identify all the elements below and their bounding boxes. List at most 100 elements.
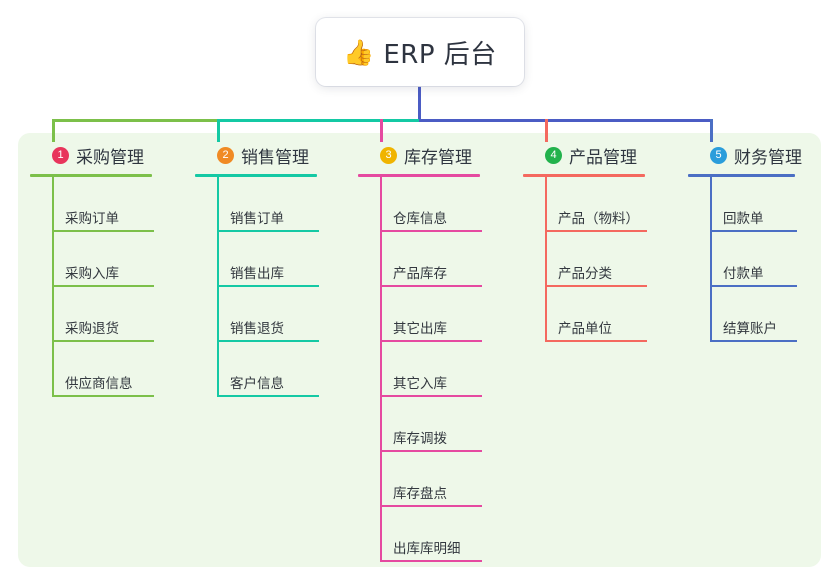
- branch-item[interactable]: 仓库信息: [358, 177, 508, 232]
- branch-item[interactable]: 其它入库: [358, 342, 508, 397]
- branch-item-label: 产品单位: [558, 321, 612, 337]
- branch-spine-4: [545, 177, 547, 342]
- branch-badge-5: 5: [710, 146, 727, 164]
- branch-item-label: 产品（物料）: [558, 211, 639, 227]
- bus-segment-left: [52, 119, 217, 122]
- thumbs-up-icon: 👍: [343, 37, 375, 67]
- branch-item-label: 库存调拨: [393, 431, 447, 447]
- branch-item-label: 产品库存: [393, 266, 447, 282]
- branch-header-3[interactable]: 3 库存管理: [358, 142, 508, 168]
- branch-item-underline: [380, 395, 482, 397]
- bus-segment-middle: [217, 119, 419, 122]
- branch-spine-5: [710, 177, 712, 342]
- branch-item[interactable]: 客户信息: [195, 342, 345, 397]
- branch-item[interactable]: 供应商信息: [30, 342, 180, 397]
- branch-item[interactable]: 销售订单: [195, 177, 345, 232]
- branch-header-1[interactable]: 1 采购管理: [30, 142, 180, 168]
- branch-item-label: 结算账户: [723, 321, 777, 337]
- branch-item[interactable]: 库存盘点: [358, 452, 508, 507]
- branch-item-label: 产品分类: [558, 266, 612, 282]
- branch-underline-4: [523, 174, 645, 177]
- branch-column-1: 1 采购管理采购订单采购入库采购退货供应商信息: [30, 142, 180, 397]
- branch-item-label: 销售退货: [230, 321, 284, 337]
- branch-items-4: 产品（物料） 产品分类产品单位: [523, 177, 673, 342]
- branch-item-underline: [52, 340, 154, 342]
- branch-item[interactable]: 采购入库: [30, 232, 180, 287]
- bus-segment-right: [419, 119, 713, 122]
- branch-item[interactable]: 采购退货: [30, 287, 180, 342]
- branch-item-underline: [380, 505, 482, 507]
- branch-item-label: 采购订单: [65, 211, 119, 227]
- branch-spine-1: [52, 177, 54, 397]
- branch-spine-3: [380, 177, 382, 562]
- branch-underline-5: [688, 174, 795, 177]
- branch-item-label: 付款单: [723, 266, 764, 282]
- branch-item[interactable]: 其它出库: [358, 287, 508, 342]
- branch-title-1: 采购管理: [76, 147, 144, 168]
- branch-item-label: 供应商信息: [65, 376, 133, 392]
- branch-item[interactable]: 产品分类: [523, 232, 673, 287]
- branch-item-underline: [217, 395, 319, 397]
- branch-item-underline: [545, 285, 647, 287]
- branch-badge-4: 4: [545, 146, 562, 164]
- branch-items-3: 仓库信息产品库存其它出库其它入库库存调拨库存盘点出库库明细: [358, 177, 508, 562]
- branch-items-1: 采购订单采购入库采购退货供应商信息: [30, 177, 180, 397]
- branch-item-label: 销售订单: [230, 211, 284, 227]
- branch-item-label: 采购退货: [65, 321, 119, 337]
- branch-item-underline: [217, 285, 319, 287]
- branch-item-label: 库存盘点: [393, 486, 447, 502]
- branch-drop-connector-1: [52, 119, 55, 142]
- branch-item[interactable]: 销售出库: [195, 232, 345, 287]
- root-node-card[interactable]: 👍 ERP 后台: [316, 18, 524, 86]
- branch-underline-2: [195, 174, 317, 177]
- branch-item[interactable]: 付款单: [688, 232, 823, 287]
- branch-column-3: 3 库存管理仓库信息产品库存其它出库其它入库库存调拨库存盘点出库库明细: [358, 142, 508, 562]
- branch-title-4: 产品管理: [569, 147, 637, 168]
- root-node-title: ERP 后台: [383, 39, 497, 70]
- branch-column-4: 4 产品管理产品（物料） 产品分类产品单位: [523, 142, 673, 342]
- branch-drop-connector-4: [545, 119, 548, 142]
- branch-item-underline: [217, 230, 319, 232]
- branch-item-underline: [380, 230, 482, 232]
- branch-item-underline: [380, 560, 482, 562]
- branch-item-underline: [710, 230, 797, 232]
- branch-item-underline: [710, 285, 797, 287]
- branch-header-4[interactable]: 4 产品管理: [523, 142, 673, 168]
- root-stem-connector: [418, 86, 421, 122]
- branch-item-label: 客户信息: [230, 376, 284, 392]
- diagram-panel: [18, 133, 821, 567]
- branch-item[interactable]: 产品库存: [358, 232, 508, 287]
- branch-item-label: 销售出库: [230, 266, 284, 282]
- branch-item-underline: [217, 340, 319, 342]
- branch-item[interactable]: 采购订单: [30, 177, 180, 232]
- branch-item-label: 仓库信息: [393, 211, 447, 227]
- branch-item[interactable]: 出库库明细: [358, 507, 508, 562]
- branch-item-underline: [52, 395, 154, 397]
- branch-underline-3: [358, 174, 480, 177]
- branch-item-underline: [545, 340, 647, 342]
- branch-item-underline: [380, 340, 482, 342]
- branch-title-2: 销售管理: [241, 147, 309, 168]
- branch-items-2: 销售订单销售出库销售退货客户信息: [195, 177, 345, 397]
- branch-item[interactable]: 销售退货: [195, 287, 345, 342]
- branch-item-underline: [710, 340, 797, 342]
- branch-item[interactable]: 产品单位: [523, 287, 673, 342]
- branch-item[interactable]: 库存调拨: [358, 397, 508, 452]
- branch-item-label: 其它出库: [393, 321, 447, 337]
- branch-drop-connector-5: [710, 119, 713, 142]
- branch-title-3: 库存管理: [404, 147, 472, 168]
- branch-drop-connector-3: [380, 119, 383, 142]
- branch-item[interactable]: 产品（物料）: [523, 177, 673, 232]
- branch-item-label: 回款单: [723, 211, 764, 227]
- branch-item-underline: [52, 285, 154, 287]
- branch-item-label: 其它入库: [393, 376, 447, 392]
- branch-spine-2: [217, 177, 219, 397]
- branch-item-underline: [380, 285, 482, 287]
- branch-item[interactable]: 结算账户: [688, 287, 823, 342]
- branch-badge-3: 3: [380, 146, 397, 164]
- branch-badge-1: 1: [52, 146, 69, 164]
- branch-item[interactable]: 回款单: [688, 177, 823, 232]
